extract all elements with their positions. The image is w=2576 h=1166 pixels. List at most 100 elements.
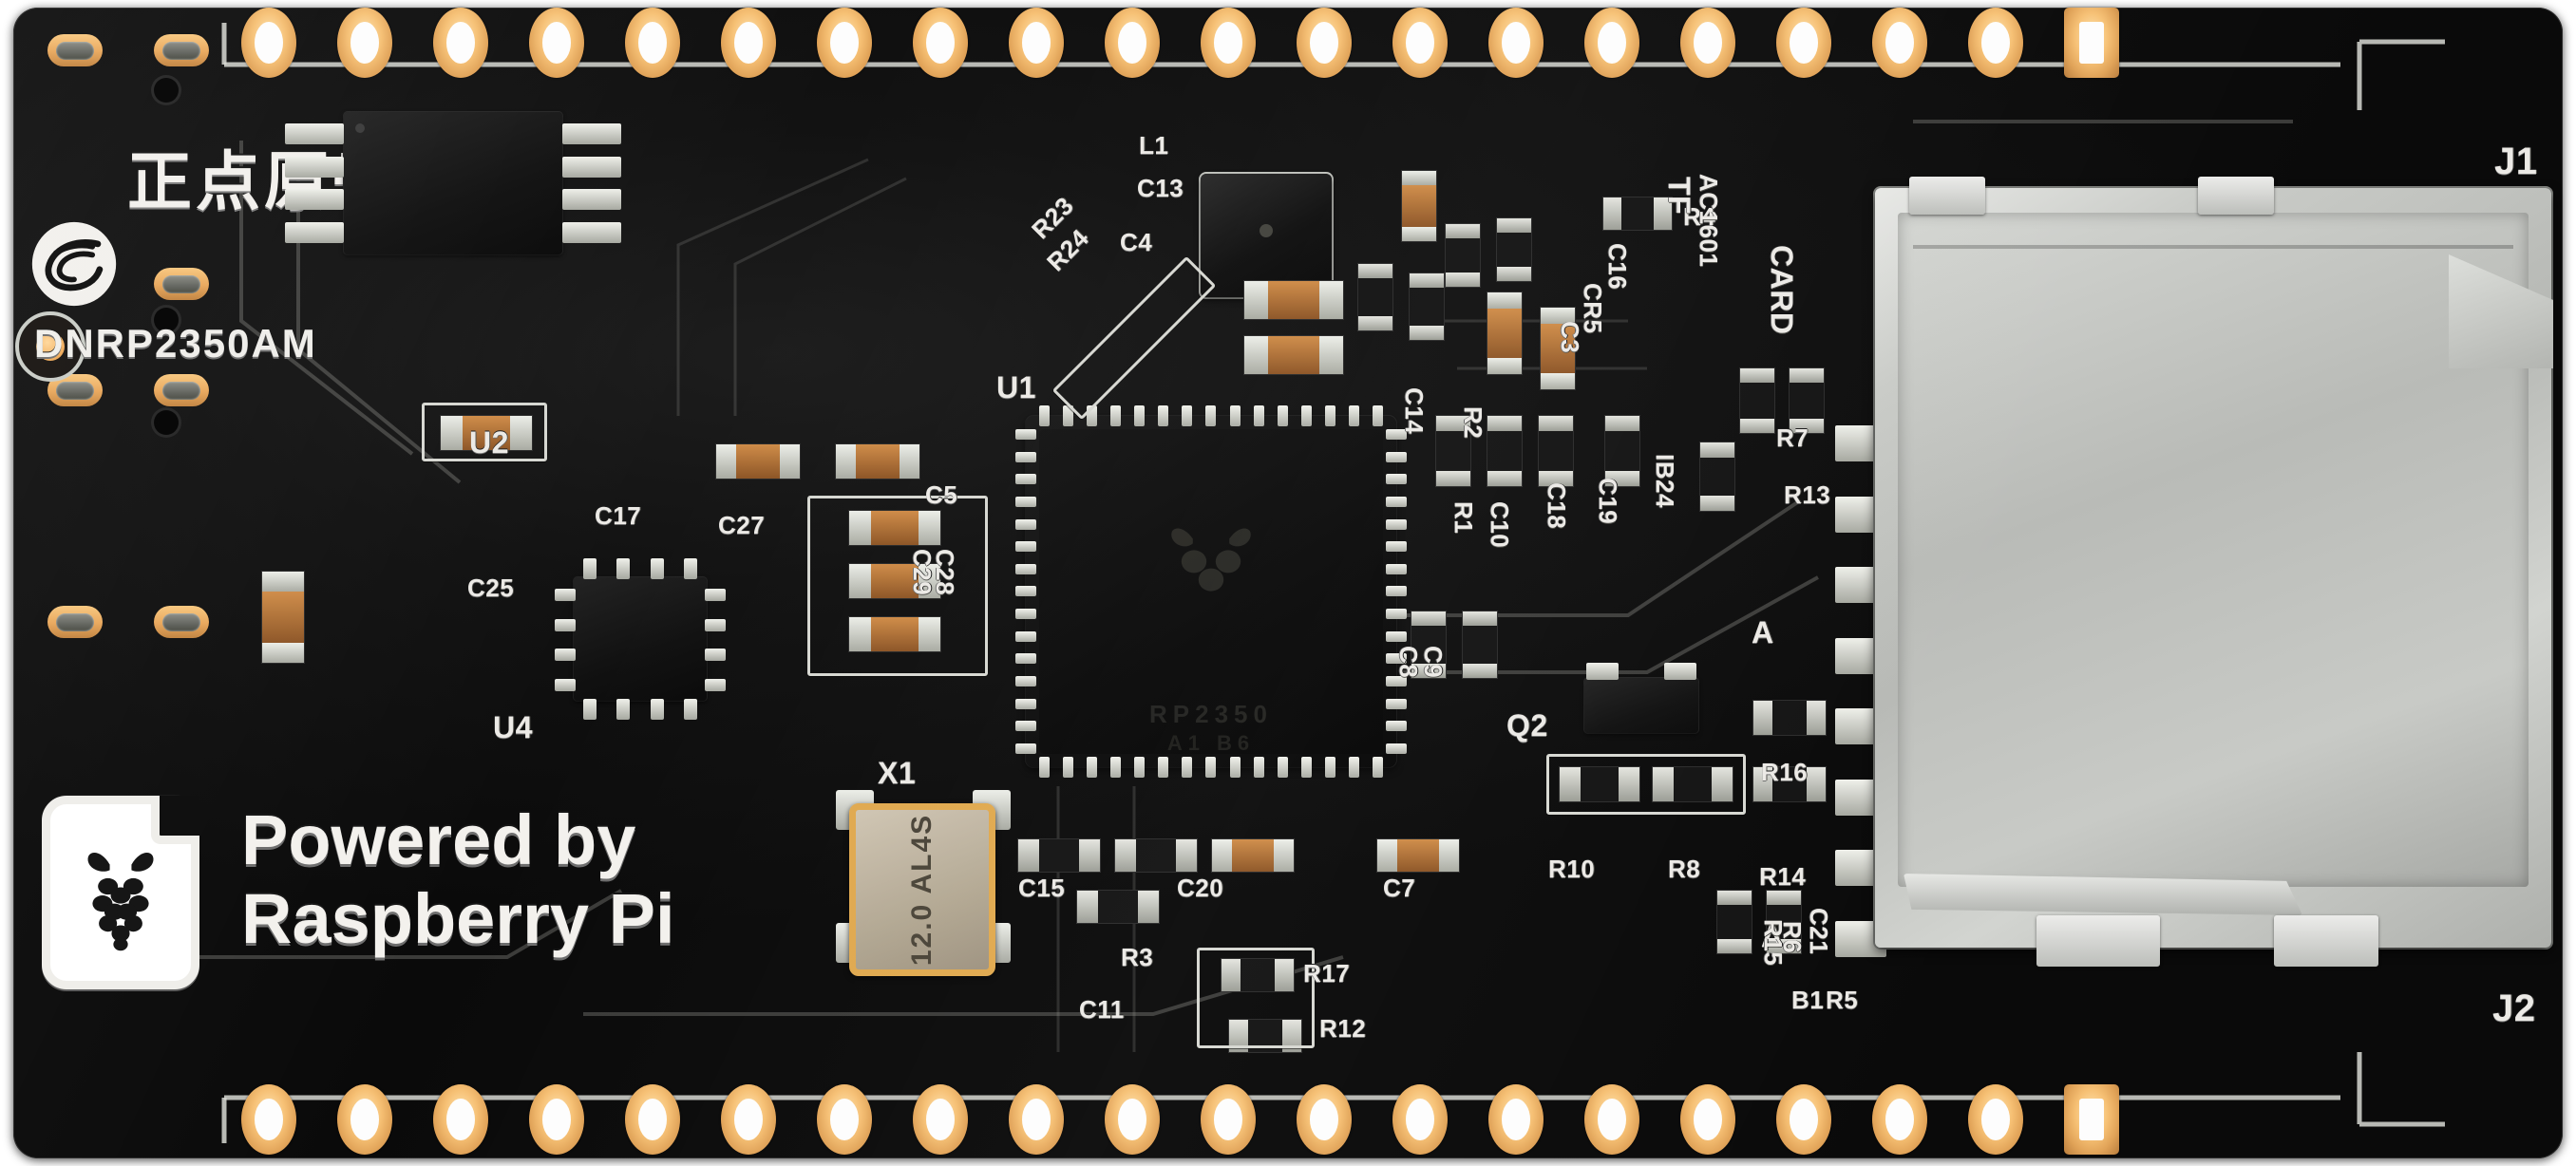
silkscreen-designator: R10 <box>1548 855 1596 883</box>
header-pad[interactable] <box>337 8 392 78</box>
header-pad[interactable] <box>721 8 776 78</box>
header-pad[interactable] <box>529 1084 584 1155</box>
header-pad[interactable] <box>1297 1084 1352 1155</box>
header-pad[interactable] <box>1201 8 1256 78</box>
capacitor <box>1244 281 1343 319</box>
castellated-pad[interactable] <box>154 606 209 638</box>
silkscreen-designator: TF <box>1662 177 1696 216</box>
microsd-card-socket[interactable] <box>1875 177 2553 967</box>
pin1-dot-icon <box>355 123 365 133</box>
sd-socket-tab <box>2198 177 2274 215</box>
component-outline <box>1546 754 1746 815</box>
silkscreen-designator: R7 <box>1776 423 1809 452</box>
header-pad[interactable] <box>337 1084 392 1155</box>
header-pad[interactable] <box>913 8 968 78</box>
header-pad[interactable] <box>529 8 584 78</box>
silkscreen-designator: A <box>1761 919 1784 953</box>
header-pad[interactable] <box>433 8 488 78</box>
crystal-marking: 12.0 AL4S <box>906 813 938 967</box>
capacitor <box>1377 839 1459 872</box>
header-pad[interactable] <box>1201 1084 1256 1155</box>
silkscreen-designator: X1 <box>878 756 917 790</box>
header-pad[interactable] <box>1872 1084 1927 1155</box>
castellated-pad[interactable] <box>47 34 103 66</box>
resistor <box>1436 416 1470 486</box>
header-pad[interactable] <box>241 8 296 78</box>
header-pad[interactable] <box>1584 1084 1639 1155</box>
capacitor <box>262 572 304 663</box>
mcu-pins-bottom <box>1039 757 1383 778</box>
silkscreen-designator: C17 <box>595 501 642 530</box>
sd-socket-cavity <box>1898 213 2529 887</box>
header-pad[interactable] <box>817 8 872 78</box>
silkscreen-designator: C9 <box>1419 646 1448 679</box>
header-pad[interactable] <box>1392 1084 1448 1155</box>
header-pad[interactable] <box>1680 1084 1735 1155</box>
header-pad[interactable] <box>1584 8 1639 78</box>
resistor <box>1653 767 1733 801</box>
transistor-q2 <box>1584 678 1698 733</box>
header-pad[interactable] <box>1872 8 1927 78</box>
silkscreen-designator: C10 <box>1486 501 1514 549</box>
test-pad[interactable] <box>15 311 85 382</box>
capacitor <box>849 511 940 545</box>
header-pad-pin1[interactable] <box>2064 1084 2119 1155</box>
silkscreen-designator: C19 <box>1594 478 1622 525</box>
ic-u4-legs-right <box>705 589 726 691</box>
header-pad[interactable] <box>1105 8 1160 78</box>
resistor <box>1077 891 1159 923</box>
header-pad[interactable] <box>1968 8 2023 78</box>
header-top-pads[interactable] <box>241 2 2160 84</box>
resistor <box>1717 891 1752 953</box>
silkscreen-designator: R16 <box>1761 758 1809 786</box>
header-pad[interactable] <box>1488 8 1544 78</box>
castellated-pad[interactable] <box>154 268 209 300</box>
header-pad[interactable] <box>721 1084 776 1155</box>
silkscreen-designator: A <box>1752 615 1774 649</box>
header-pad[interactable] <box>1105 1084 1160 1155</box>
header-pad[interactable] <box>817 1084 872 1155</box>
header-pad-pin1[interactable] <box>2064 8 2119 78</box>
header-pad[interactable] <box>1297 8 1352 78</box>
pcb-substrate: 正点原子 DNRP2350AM <box>13 8 2563 1158</box>
silkscreen-designator: C25 <box>467 574 515 602</box>
silkscreen-designator: U2 <box>469 425 509 460</box>
sd-socket-tab <box>2274 915 2378 967</box>
header-pad[interactable] <box>241 1084 296 1155</box>
castellated-pad[interactable] <box>154 374 209 406</box>
resistor <box>1115 839 1197 872</box>
silkscreen-designator: CR5 <box>1579 283 1607 334</box>
mcu-rp2350: RP2350 A1 B6 <box>1015 405 1407 778</box>
header-pad[interactable] <box>913 1084 968 1155</box>
header-pad[interactable] <box>1009 1084 1064 1155</box>
header-pad[interactable] <box>625 1084 680 1155</box>
silkscreen-designator: CARD <box>1765 245 1799 335</box>
castellated-pad[interactable] <box>47 606 103 638</box>
header-pad[interactable] <box>1968 1084 2023 1155</box>
header-pad[interactable] <box>1776 1084 1831 1155</box>
header-pad[interactable] <box>1488 1084 1544 1155</box>
silkscreen-designator: C7 <box>1383 874 1416 902</box>
capacitor <box>1212 839 1294 872</box>
header-pad[interactable] <box>1009 8 1064 78</box>
header-pad[interactable] <box>1680 8 1735 78</box>
header-bottom-pads[interactable] <box>241 1079 2160 1160</box>
mounting-hole <box>154 78 179 103</box>
castellated-pad[interactable] <box>47 374 103 406</box>
resistor <box>1463 611 1497 678</box>
capacitor <box>1402 171 1436 241</box>
mcu-marking-line2: A1 B6 <box>1166 731 1256 755</box>
header-pad[interactable] <box>1776 8 1831 78</box>
capacitor <box>849 617 940 651</box>
resistor <box>1411 611 1446 678</box>
header-pad[interactable] <box>1392 8 1448 78</box>
silkscreen-designator: R1 <box>1449 501 1478 535</box>
resistor <box>1605 416 1639 486</box>
silkscreen-designator: U4 <box>493 710 533 744</box>
header-pad[interactable] <box>625 8 680 78</box>
resistor <box>1018 839 1100 872</box>
header-pad[interactable] <box>433 1084 488 1155</box>
castellated-pad[interactable] <box>154 34 209 66</box>
resistor <box>1753 767 1826 801</box>
silkscreen-designator: R4 <box>1683 202 1716 231</box>
